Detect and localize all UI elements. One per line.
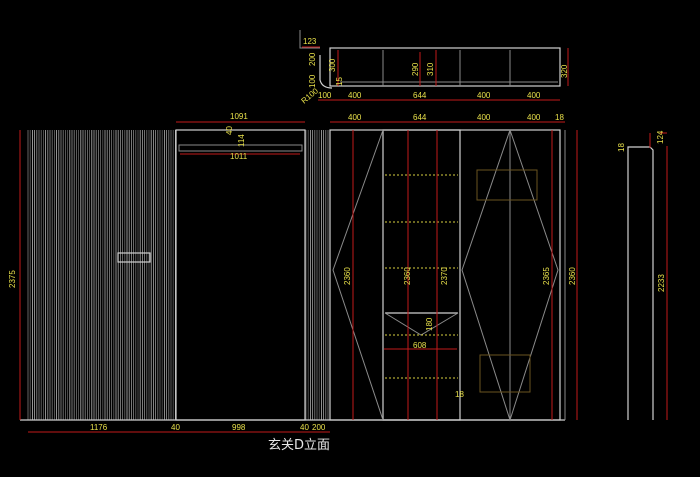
dim-bottom: 200 bbox=[312, 423, 326, 432]
dim-bottom: 1176 bbox=[90, 423, 108, 432]
dim-top: 18 bbox=[555, 113, 564, 122]
dim-bottom: 998 bbox=[232, 423, 246, 432]
dim-top: 644 bbox=[413, 113, 427, 122]
doorway bbox=[175, 129, 306, 421]
dim-2375: 2375 bbox=[8, 270, 17, 288]
dim-row: 400 bbox=[477, 91, 491, 100]
dim-123: 123 bbox=[303, 37, 317, 46]
dim-1011: 1011 bbox=[230, 152, 248, 161]
dim-row: 644 bbox=[413, 91, 427, 100]
dim-top: 400 bbox=[477, 113, 491, 122]
dim-2370: 2370 bbox=[440, 267, 449, 285]
drawing-title: 玄关D立面 bbox=[268, 438, 330, 453]
dim-608: 608 bbox=[413, 341, 427, 350]
dim-320: 320 bbox=[560, 64, 569, 78]
dim-310: 310 bbox=[426, 62, 435, 76]
dim-2360: 2360 bbox=[343, 267, 352, 285]
door-handle bbox=[117, 252, 151, 263]
plan-return-wall bbox=[299, 30, 320, 49]
plan-view: 123 200 100 300 15 R100 290 310 320 100 … bbox=[299, 30, 569, 123]
dim-100: 100 bbox=[308, 74, 317, 88]
hardware-box bbox=[476, 169, 538, 201]
dim-row: 400 bbox=[348, 91, 362, 100]
elevation-view: 400 644 400 400 18 1091 40 114 1011 2375… bbox=[8, 112, 578, 433]
dim-bottom: 40 bbox=[300, 423, 309, 432]
dim-290: 290 bbox=[411, 62, 420, 76]
dim-bottom: 40 bbox=[171, 423, 180, 432]
plan-cabinet-outline bbox=[329, 47, 561, 87]
slat-panel-right bbox=[305, 130, 329, 420]
dim-2365: 2365 bbox=[542, 267, 551, 285]
dim-18: 18 bbox=[617, 143, 626, 152]
dim-114: 114 bbox=[237, 134, 246, 147]
dim-200: 200 bbox=[308, 52, 317, 66]
slat-panel-left bbox=[27, 130, 176, 420]
dim-124: 124 bbox=[656, 130, 665, 144]
dim-row: 400 bbox=[527, 91, 541, 100]
door-swing-left bbox=[332, 129, 384, 421]
dim-180: 180 bbox=[425, 317, 434, 331]
shelf-column bbox=[382, 129, 461, 421]
dim-2233: 2233 bbox=[657, 274, 666, 292]
dim-top: 400 bbox=[348, 113, 362, 122]
side-panel bbox=[627, 146, 654, 420]
hardware-box bbox=[479, 354, 531, 393]
plan-curve bbox=[319, 55, 333, 89]
dim-15: 15 bbox=[335, 77, 344, 86]
dim-18: 18 bbox=[455, 390, 464, 399]
dim-300: 300 bbox=[328, 58, 337, 72]
side-view: 18 124 2233 bbox=[617, 130, 668, 420]
dim-2360: 2360 bbox=[568, 267, 577, 285]
dim-2360: 2360 bbox=[403, 267, 412, 285]
dim-1091: 1091 bbox=[230, 112, 248, 121]
dim-row: 100 bbox=[318, 91, 332, 100]
dim-40: 40 bbox=[225, 126, 234, 135]
dim-top: 400 bbox=[527, 113, 541, 122]
door-header bbox=[178, 144, 303, 152]
